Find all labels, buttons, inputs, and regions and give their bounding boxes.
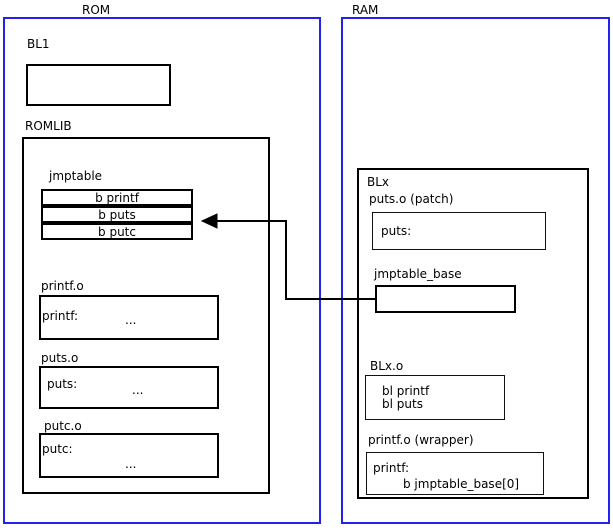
printf-o-symbol: printf: [42,309,79,323]
printf-o-box [39,295,219,340]
printf-o-wrapper-branch: b jmptable_base[0] [403,477,520,491]
printf-o-wrapper-box [366,452,544,495]
jmptable-base-label: jmptable_base [374,267,462,281]
jmptable-base-box [375,285,516,313]
jmptable-label: jmptable [49,169,103,183]
puts-o-ellipsis: ... [132,383,144,397]
putc-o-box [39,433,219,478]
blx-o-line-bl-printf: bl printf [382,384,430,398]
region-label-rom: ROM [82,3,111,17]
bl1-label: BL1 [27,37,50,51]
bl1-box [26,64,171,106]
printf-o-ellipsis: ... [125,313,137,327]
blx-o-line-bl-puts: bl puts [382,397,423,411]
region-label-ram: RAM [352,3,379,17]
romlib-label: ROMLIB [25,119,72,133]
jmptable-row-b-puts: b puts [41,206,193,223]
blx-puts-o-patch-symbol: puts: [381,224,412,238]
puts-o-symbol: puts: [47,377,78,391]
putc-o-symbol: putc: [42,442,73,456]
blx-label: BLx [367,175,390,189]
putc-o-ellipsis: ... [125,457,137,471]
printf-o-label: printf.o [41,279,84,293]
puts-o-label: puts.o [41,351,79,365]
blx-puts-o-patch-box [372,212,546,250]
printf-o-wrapper-symbol: printf: [373,461,410,475]
blx-o-box [365,375,505,420]
puts-o-box [39,366,219,409]
jmptable-row-b-putc: b putc [41,223,193,240]
putc-o-label: putc.o [44,419,82,433]
blx-o-label: BLx.o [370,359,404,373]
blx-puts-o-patch-label: puts.o (patch) [369,192,454,206]
printf-o-wrapper-label: printf.o (wrapper) [368,433,474,447]
jmptable-row-b-printf: b printf [41,189,193,206]
